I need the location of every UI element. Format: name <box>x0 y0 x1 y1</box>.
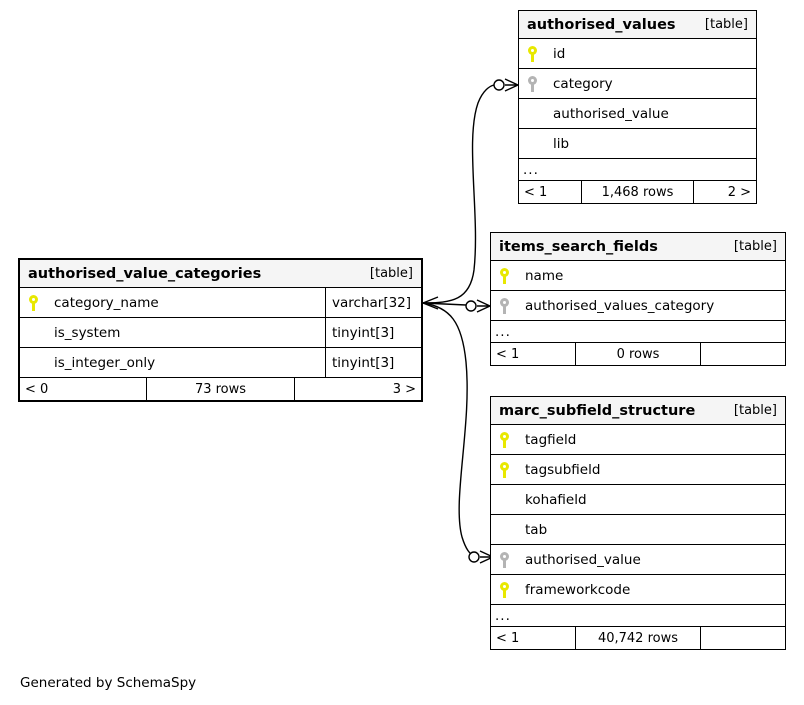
table-row[interactable]: id <box>519 39 756 69</box>
primary-key-icon <box>519 45 545 62</box>
footer-prev-degree[interactable]: < 1 <box>496 346 520 362</box>
more-columns-indicator: ... <box>491 321 785 343</box>
table-items-search-fields[interactable]: items_search_fields [table] name authori… <box>490 232 786 366</box>
table-title: marc_subfield_structure <box>499 402 696 419</box>
column-name: kohafield <box>525 491 587 508</box>
column-name: is_integer_only <box>54 354 156 371</box>
footer-row-count: 0 rows <box>575 343 701 365</box>
column-name: id <box>553 45 566 62</box>
column-name: category <box>553 75 613 92</box>
table-row[interactable]: tagsubfield <box>491 455 785 485</box>
column-name: authorised_value <box>553 105 669 122</box>
table-header: authorised_values [table] <box>519 11 756 39</box>
footer-next-degree[interactable]: 2 > <box>727 184 751 200</box>
column-type: tinyint[3] <box>325 348 421 377</box>
column-name: tagfield <box>525 431 577 448</box>
footer-next-degree[interactable]: 3 > <box>392 381 416 397</box>
table-authorised-value-categories[interactable]: authorised_value_categories [table] cate… <box>18 258 423 402</box>
table-kind-label: [table] <box>733 403 777 418</box>
column-name: frameworkcode <box>525 581 631 598</box>
edge-avc-to-marc-subfield-structure <box>422 302 494 564</box>
table-row[interactable]: is_system tinyint[3] <box>20 318 421 348</box>
table-row[interactable]: authorised_values_category <box>491 291 785 321</box>
primary-key-icon <box>491 461 517 478</box>
primary-key-icon <box>491 581 517 598</box>
table-row[interactable]: name <box>491 261 785 291</box>
edge-avc-to-items-search-fields <box>422 299 491 313</box>
column-name: tagsubfield <box>525 461 601 478</box>
footer-row-count: 40,742 rows <box>575 627 701 649</box>
table-footer: < 1 1,468 rows 2 > <box>519 181 756 203</box>
footer-prev-degree[interactable]: < 1 <box>524 184 548 200</box>
table-row[interactable]: tab <box>491 515 785 545</box>
table-authorised-values[interactable]: authorised_values [table] id category au… <box>518 10 757 204</box>
column-name: category_name <box>54 294 159 311</box>
table-header: marc_subfield_structure [table] <box>491 397 785 425</box>
table-row[interactable]: tagfield <box>491 425 785 455</box>
table-row[interactable]: category <box>519 69 756 99</box>
foreign-key-icon <box>491 297 517 314</box>
table-row[interactable]: kohafield <box>491 485 785 515</box>
table-marc-subfield-structure[interactable]: marc_subfield_structure [table] tagfield… <box>490 396 786 650</box>
table-kind-label: [table] <box>704 17 748 32</box>
footer-prev-degree[interactable]: < 1 <box>496 630 520 646</box>
table-row[interactable]: frameworkcode <box>491 575 785 605</box>
footer-row-count: 73 rows <box>146 378 295 400</box>
table-title: authorised_value_categories <box>28 265 262 282</box>
column-name: is_system <box>54 324 121 341</box>
foreign-key-icon <box>519 75 545 92</box>
footer-row-count: 1,468 rows <box>581 181 694 203</box>
column-name: tab <box>525 521 548 538</box>
more-columns-indicator: ... <box>519 159 756 181</box>
table-kind-label: [table] <box>733 239 777 254</box>
table-row[interactable]: authorised_value <box>519 99 756 129</box>
table-footer: < 0 73 rows 3 > <box>20 378 421 400</box>
foreign-key-icon <box>491 551 517 568</box>
table-row[interactable]: category_name varchar[32] <box>20 288 421 318</box>
primary-key-icon <box>491 431 517 448</box>
column-name: authorised_values_category <box>525 297 715 314</box>
footer-next-degree[interactable] <box>701 343 785 365</box>
table-footer: < 1 40,742 rows <box>491 627 785 649</box>
more-columns-indicator: ... <box>491 605 785 627</box>
table-title: items_search_fields <box>499 238 658 255</box>
column-name: name <box>525 267 564 284</box>
column-type: tinyint[3] <box>325 318 421 347</box>
primary-key-icon <box>491 267 517 284</box>
table-title: authorised_values <box>527 16 676 33</box>
table-kind-label: [table] <box>369 266 413 281</box>
column-name: authorised_value <box>525 551 641 568</box>
primary-key-icon <box>20 294 46 311</box>
column-name: lib <box>553 135 570 152</box>
generated-by-credit: Generated by SchemaSpy <box>20 675 197 691</box>
table-row[interactable]: is_integer_only tinyint[3] <box>20 348 421 378</box>
footer-prev-degree[interactable]: < 0 <box>25 381 49 397</box>
table-row[interactable]: authorised_value <box>491 545 785 575</box>
column-type: varchar[32] <box>325 288 421 317</box>
table-header: authorised_value_categories [table] <box>20 260 421 288</box>
table-header: items_search_fields [table] <box>491 233 785 261</box>
table-footer: < 1 0 rows <box>491 343 785 365</box>
table-row[interactable]: lib <box>519 129 756 159</box>
footer-next-degree[interactable] <box>701 627 785 649</box>
